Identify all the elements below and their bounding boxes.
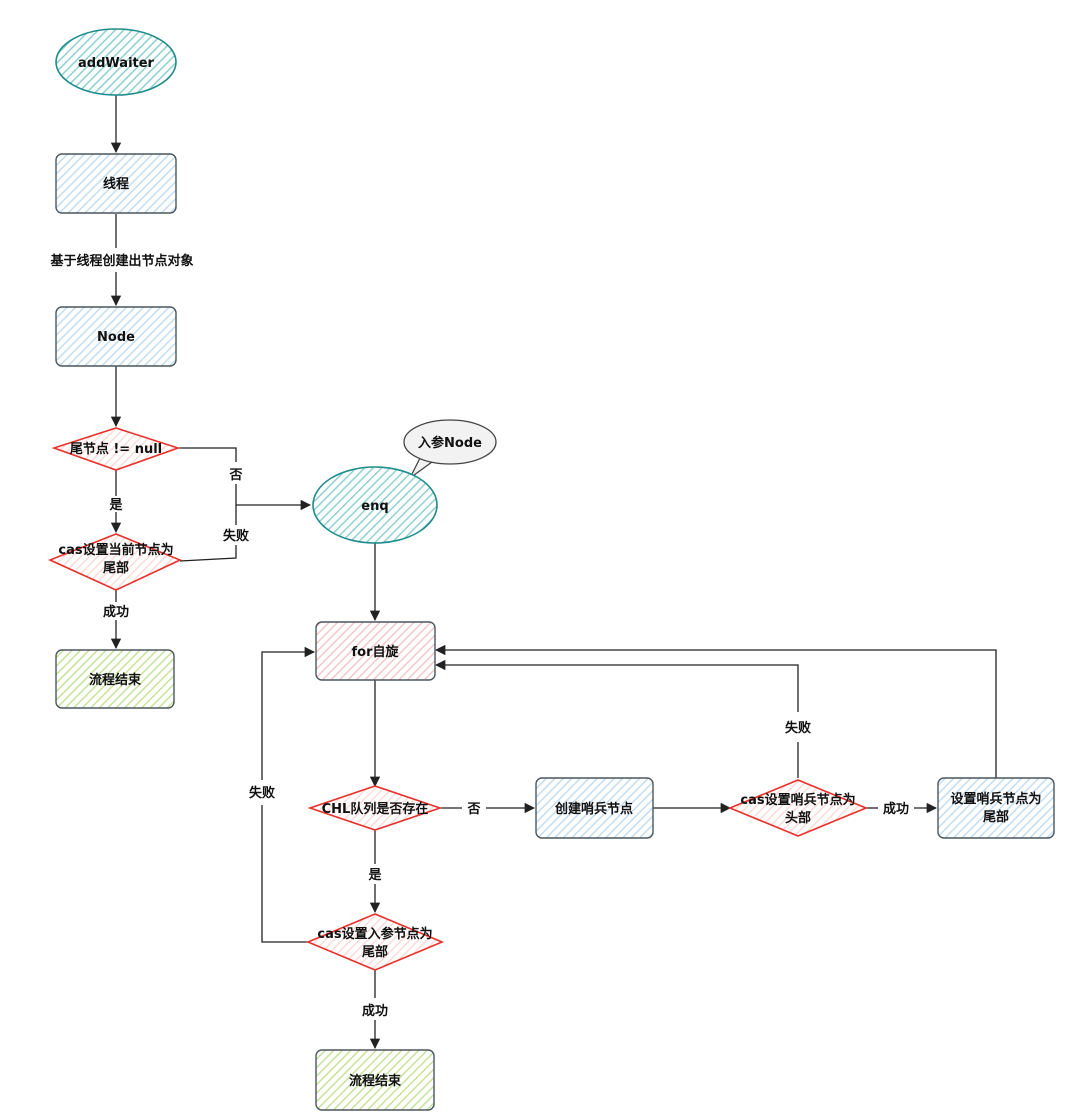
label-chl-no: 否 (466, 802, 480, 817)
node-chl-exists-label: CHL队列是否存在 (322, 801, 429, 817)
edge-casparam-for-fail (261, 805, 310, 943)
edge-tailcheck-enq-no-2 (235, 484, 312, 511)
node-cas-head-label-1: cas设置哨兵节点为 (740, 792, 855, 808)
node-end-left-label: 流程结束 (89, 672, 142, 688)
edges (110, 94, 997, 1050)
node-add-waiter: addWaiter (55, 28, 177, 96)
node-set-sentinel-tail: 设置哨兵节点为 尾部 (937, 777, 1055, 839)
label-cas-head-fail: 失败 (785, 720, 811, 736)
node-chl-exists: CHL队列是否存在 (307, 785, 443, 831)
node-cas-head-label-2: 头部 (785, 810, 811, 826)
edge-labels: 基于线程创建出节点对象 否 是 失败 成功 否 是 失败 成功 失败 成功 (49, 253, 909, 1019)
node-cas-param-label-2: 尾部 (362, 944, 388, 960)
node-node: Node (55, 306, 177, 367)
label-create-node-from-thread: 基于线程创建出节点对象 (49, 253, 193, 269)
node-for-loop: for自旋 (315, 621, 436, 681)
node-cas-tail-label-2: 尾部 (103, 560, 129, 576)
edge-casparam-for-fail-2 (261, 646, 316, 780)
node-enq: enq (312, 466, 438, 544)
node-cas-tail-label-1: cas设置当前节点为 (58, 542, 173, 558)
label-cas-param-success: 成功 (362, 1003, 388, 1019)
edge-cashead-for-fail-2 (434, 659, 799, 712)
label-cas-tail-success: 成功 (103, 604, 129, 620)
node-set-sentinel-tail-label-2: 尾部 (983, 809, 1009, 825)
node-create-sentinel-label: 创建哨兵节点 (554, 801, 633, 817)
node-node-label: Node (97, 330, 135, 345)
node-cas-tail: cas设置当前节点为 尾部 (47, 533, 182, 591)
node-end-bottom: 流程结束 (315, 1049, 435, 1111)
node-cas-param-label-1: cas设置入参节点为 (317, 926, 432, 942)
node-tail-check: 尾节点 != null (51, 427, 181, 471)
node-end-left: 流程结束 (55, 649, 175, 709)
node-set-sentinel-tail-label-1: 设置哨兵节点为 (950, 791, 1041, 807)
label-chl-yes: 是 (367, 868, 382, 883)
node-callout: 入参Node (403, 419, 497, 465)
node-callout-label: 入参Node (418, 435, 482, 451)
node-for-loop-label: for自旋 (352, 644, 400, 660)
node-thread: 线程 (55, 153, 177, 214)
node-enq-label: enq (361, 499, 388, 514)
node-add-waiter-label: addWaiter (78, 56, 155, 71)
label-cas-tail-fail: 失败 (223, 528, 249, 544)
node-cas-head: cas设置哨兵节点为 头部 (727, 779, 869, 837)
edge-tailcheck-enq-no (178, 447, 237, 462)
node-create-sentinel: 创建哨兵节点 (535, 777, 654, 839)
label-tail-yes: 是 (108, 498, 123, 513)
node-tail-check-label: 尾节点 != null (70, 441, 162, 457)
node-cas-param: cas设置入参节点为 尾部 (305, 913, 445, 971)
label-cas-head-success: 成功 (883, 801, 909, 817)
label-cas-param-fail: 失败 (249, 785, 275, 801)
edge-cas-enq-fail (179, 545, 237, 562)
edge-settail-for (434, 644, 997, 778)
node-end-bottom-label: 流程结束 (349, 1073, 402, 1089)
node-thread-label: 线程 (103, 176, 129, 192)
label-tail-no: 否 (228, 468, 242, 483)
